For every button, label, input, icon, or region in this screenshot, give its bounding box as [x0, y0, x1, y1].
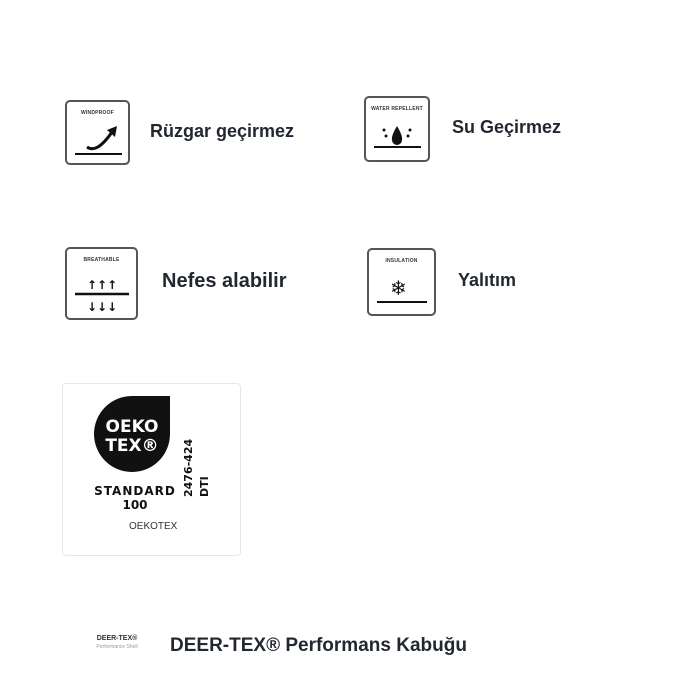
deertex-label: DEER-TEX® Performans Kabuğu [170, 635, 467, 656]
breathable-icon: BREATHABLE ↑↑↑↓↓↓ [65, 247, 138, 320]
svg-text:❄: ❄ [390, 276, 407, 300]
feature-label-water-repellent: Su Geçirmez [452, 117, 562, 137]
water-repellent-icon: WATER REPELLENT [364, 96, 430, 162]
insulation-icon: INSULATION ❄ [367, 248, 436, 316]
svg-text:TEX®: TEX® [105, 436, 158, 456]
svg-text:STANDARD: STANDARD [94, 484, 176, 498]
feature-label-windproof: Rüzgar geçirmez [150, 121, 295, 141]
svg-text:↑↑↑: ↑↑↑ [87, 278, 117, 292]
oekotex-caption: OEKOTEX [129, 521, 178, 532]
svg-text:DTI: DTI [198, 476, 211, 497]
windproof-icon: WINDPROOF [65, 100, 130, 165]
svg-text:2476-424: 2476-424 [182, 439, 195, 497]
oekotex-card: OEKO TEX® STANDARD 100 2476-424 DTI OEKO… [62, 383, 241, 556]
deertex-logo: DEER-TEX® Performance Shell [96, 635, 138, 650]
svg-text:↓↓↓: ↓↓↓ [87, 300, 117, 314]
svg-text:100: 100 [122, 498, 147, 512]
oekotex-logo: OEKO TEX® STANDARD 100 2476-424 DTI [94, 396, 211, 512]
feature-label-insulation: Yalıtım [458, 270, 517, 290]
feature-label-breathable: Nefes alabilir [162, 270, 287, 292]
svg-text:OEKO: OEKO [106, 417, 159, 437]
